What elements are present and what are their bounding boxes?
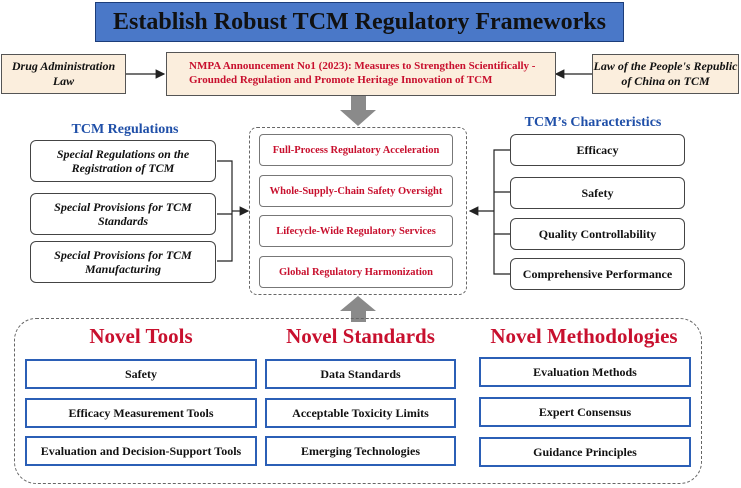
characteristic-efficacy: Efficacy [510, 134, 685, 166]
novel-tools-title: Novel Tools [89, 324, 193, 348]
regulation-manufacturing: Special Provisions for TCM Manufacturing [30, 241, 216, 283]
center-item-harmonization: Global Regulatory Harmonization [259, 256, 453, 288]
regulation-standards: Special Provisions for TCM Standards [30, 193, 216, 235]
novel-methodologies-title: Novel Methodologies [490, 324, 678, 348]
center-focus-area [249, 127, 467, 295]
characteristic-comprehensive-performance: Comprehensive Performance [510, 258, 685, 290]
novel-methodologies-item-evaluation: Evaluation Methods [479, 357, 691, 387]
characteristic-quality-controllability: Quality Controllability [510, 218, 685, 250]
tcm-law-box: Law of the People's Republic of China on… [592, 54, 739, 94]
novel-methodologies-item-guidance: Guidance Principles [479, 437, 691, 467]
novel-standards-item-toxicity: Acceptable Toxicity Limits [265, 398, 456, 428]
drug-administration-law-box: Drug Administration Law [1, 54, 126, 94]
up-arrow [340, 296, 376, 322]
novel-tools-item-efficacy: Efficacy Measurement Tools [25, 398, 257, 428]
characteristic-safety: Safety [510, 177, 685, 209]
center-item-lifecycle: Lifecycle-Wide Regulatory Services [259, 215, 453, 247]
novel-standards-item-data: Data Standards [265, 359, 456, 389]
down-arrow [340, 93, 376, 126]
characteristics-bracket [493, 149, 510, 275]
regulation-registration: Special Regulations on the Registration … [30, 140, 216, 182]
characteristics-heading: TCM’s Characteristics [524, 115, 662, 130]
regulations-heading: TCM Regulations [71, 122, 179, 137]
novel-tools-item-safety: Safety [25, 359, 257, 389]
center-item-safety-oversight: Whole-Supply-Chain Safety Oversight [259, 175, 453, 207]
novel-tools-item-evaluation: Evaluation and Decision-Support Tools [25, 436, 257, 466]
novel-panel [14, 318, 702, 484]
center-item-acceleration: Full-Process Regulatory Acceleration [259, 134, 453, 166]
novel-standards-item-technologies: Emerging Technologies [265, 436, 456, 466]
page-title: Establish Robust TCM Regulatory Framewor… [95, 2, 624, 42]
nmpa-announcement-box: NMPA Announcement No1 (2023): Measures t… [166, 52, 556, 96]
novel-methodologies-item-consensus: Expert Consensus [479, 397, 691, 427]
regulations-bracket [217, 160, 233, 262]
novel-standards-title: Novel Standards [286, 324, 435, 348]
